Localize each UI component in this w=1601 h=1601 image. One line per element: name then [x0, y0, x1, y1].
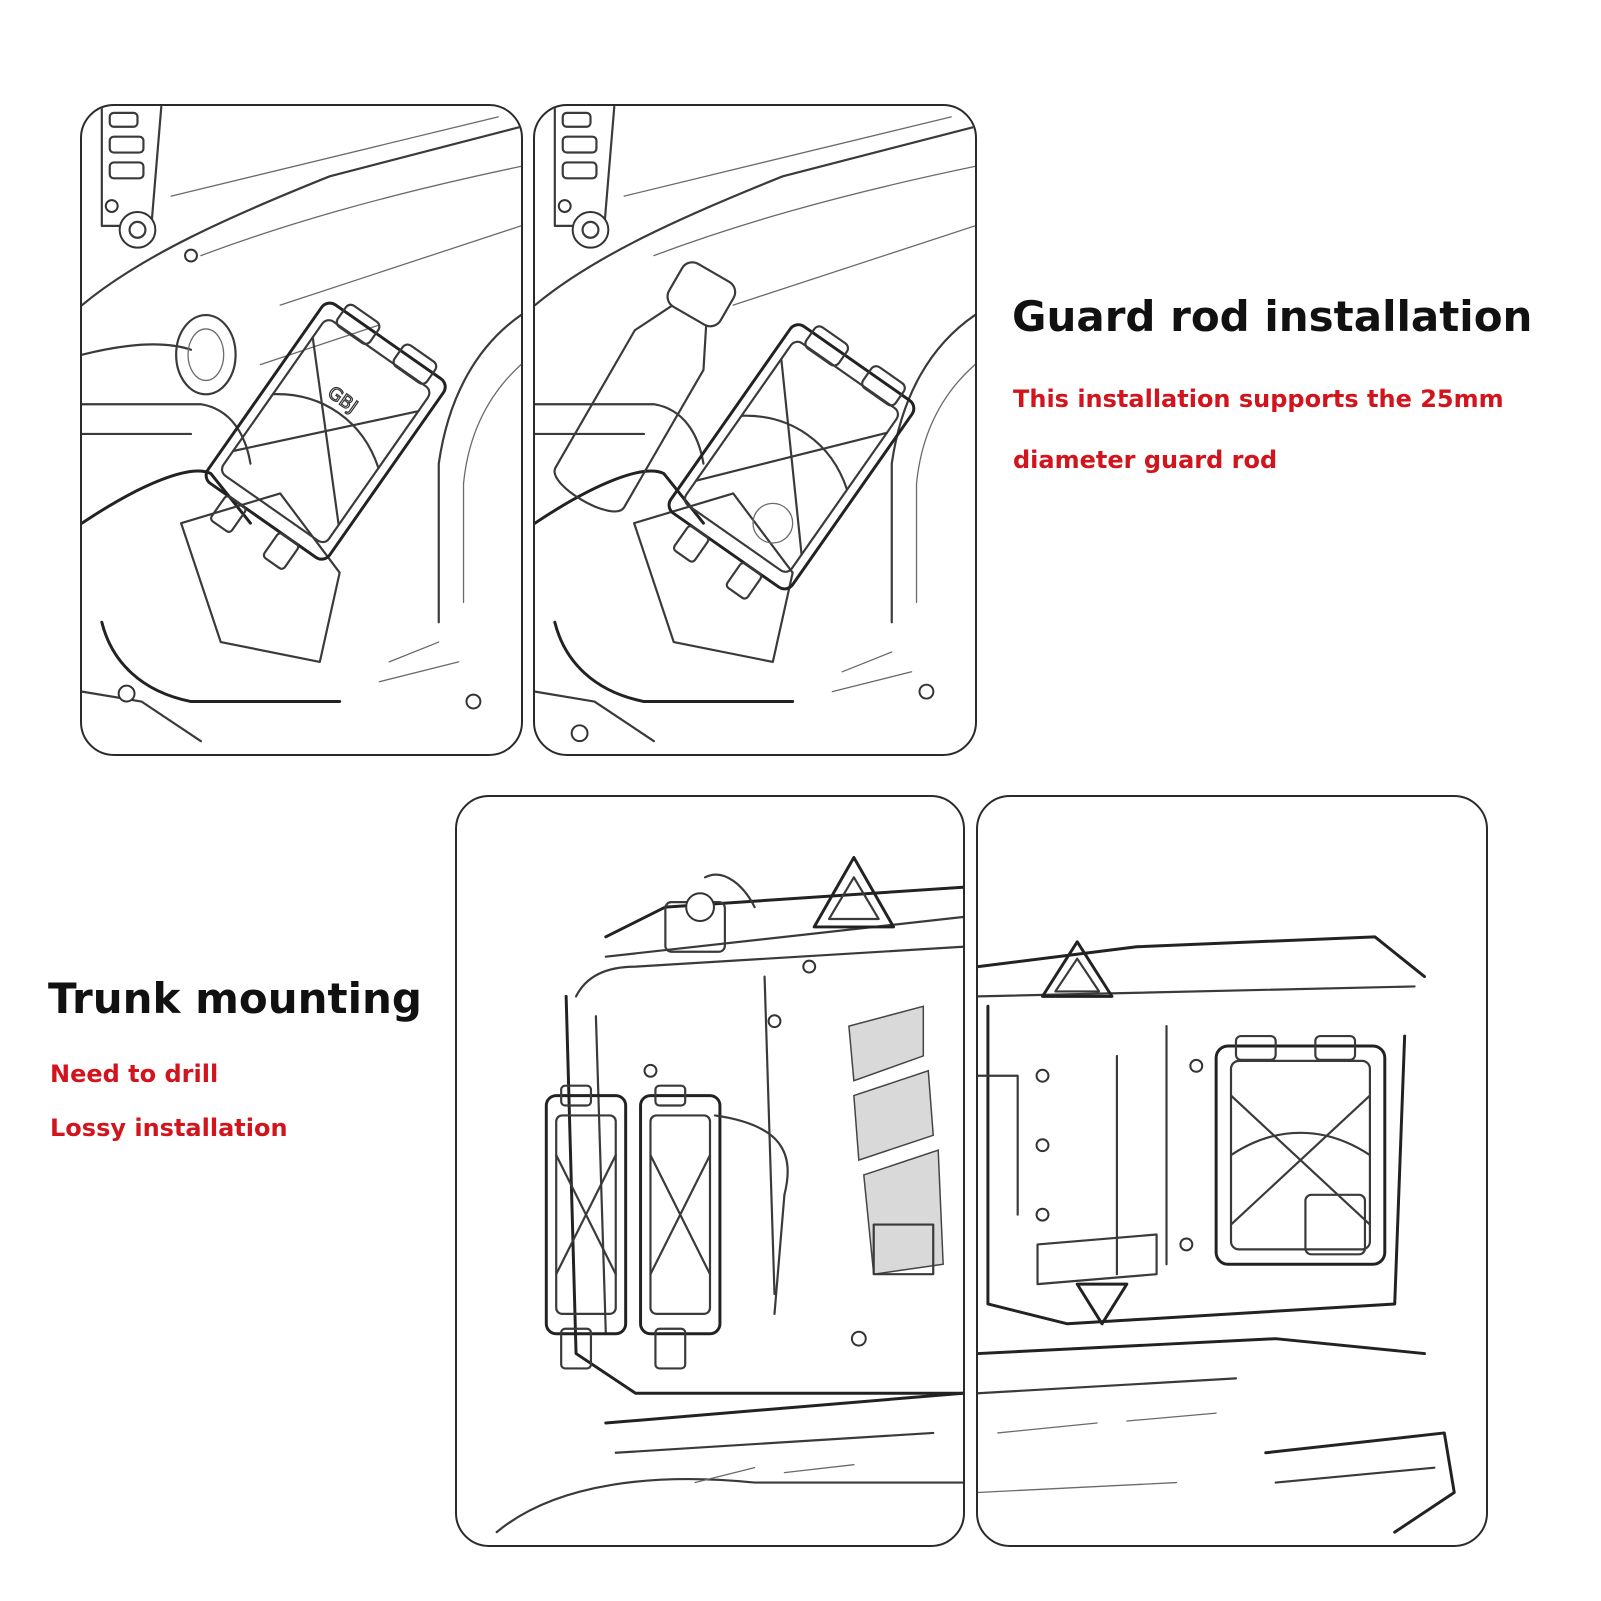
trunk-mounting-title: Trunk mounting [48, 974, 422, 1023]
trunk-note-line-2: Lossy installation [50, 1114, 288, 1142]
guard-rod-sketch-right-drawing [535, 106, 975, 743]
trunk-mounting-sketch-left-drawing [495, 855, 963, 1534]
trunk-mounting-sketch-left [455, 795, 965, 1547]
guard-rod-title: Guard rod installation [1012, 292, 1533, 341]
guard-rod-sketch-right [533, 104, 977, 756]
guard-rod-sketch-left: GBJ [80, 104, 523, 756]
guard-rod-sketch-left-drawing: GBJ [82, 106, 521, 743]
trunk-mounting-sketch-right-drawing [978, 935, 1456, 1534]
guard-rod-note-line-1: This installation supports the 25mm [1013, 385, 1504, 413]
guard-rod-note-line-2: diameter guard rod [1013, 446, 1278, 474]
trunk-note-line-1: Need to drill [50, 1060, 219, 1088]
svg-text:GBJ: GBJ [324, 382, 362, 417]
trunk-mounting-sketch-right [976, 795, 1488, 1547]
